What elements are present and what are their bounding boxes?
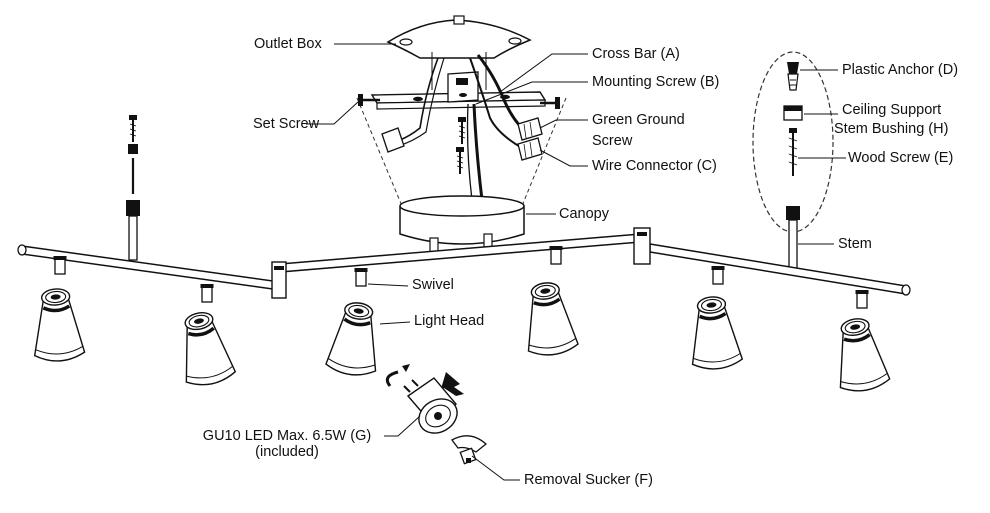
insert-arrow-icon xyxy=(440,372,464,396)
label-canopy: Canopy xyxy=(559,206,609,222)
outlet-box xyxy=(386,15,532,90)
light-head-5 xyxy=(684,265,745,374)
label-bulb-line2: (included) xyxy=(255,444,319,460)
label-bulb-line1: GU10 LED Max. 6.5W (G) xyxy=(202,428,372,444)
left-stem xyxy=(126,114,140,261)
label-ceiling-support-line2: Stem Bushing (H) xyxy=(834,121,949,137)
set-screw-left xyxy=(358,94,380,106)
canopy xyxy=(399,195,525,253)
wires xyxy=(397,54,524,201)
label-light-head: Light Head xyxy=(414,313,485,329)
wire-connectors xyxy=(381,117,543,161)
plastic-anchor xyxy=(787,62,799,91)
right-stem xyxy=(752,51,834,271)
label-stem: Stem xyxy=(838,236,872,252)
gu10-bulb xyxy=(403,377,458,434)
label-wire-connector: Wire Connector (C) xyxy=(592,158,717,174)
removal-sucker xyxy=(451,435,488,465)
label-green-ground-line2: Screw xyxy=(592,133,633,149)
label-swivel: Swivel xyxy=(412,277,454,293)
light-head-2 xyxy=(171,283,239,391)
stem-bushing xyxy=(783,105,803,121)
light-head-6 xyxy=(827,289,893,397)
label-outlet-box: Outlet Box xyxy=(254,36,322,52)
label-ceiling-support-line1: Ceiling Support xyxy=(842,102,942,118)
mounting-screws xyxy=(455,116,467,175)
label-plastic-anchor: Plastic Anchor (D) xyxy=(842,62,959,78)
light-head-1 xyxy=(28,255,87,365)
label-removal-sucker: Removal Sucker (F) xyxy=(524,472,653,488)
label-set-screw: Set Screw xyxy=(253,116,320,132)
rotation-arrow-icon xyxy=(385,364,410,387)
set-screw-right xyxy=(540,97,560,109)
bar-joints xyxy=(271,227,651,299)
label-wood-screw: Wood Screw (E) xyxy=(848,150,954,166)
wood-screw xyxy=(788,128,798,176)
label-cross-bar: Cross Bar (A) xyxy=(592,46,680,62)
leader-lines xyxy=(306,43,846,481)
label-mounting-screw: Mounting Screw (B) xyxy=(592,74,720,90)
label-green-ground-line1: Green Ground xyxy=(592,112,685,128)
light-head-4 xyxy=(517,245,581,360)
